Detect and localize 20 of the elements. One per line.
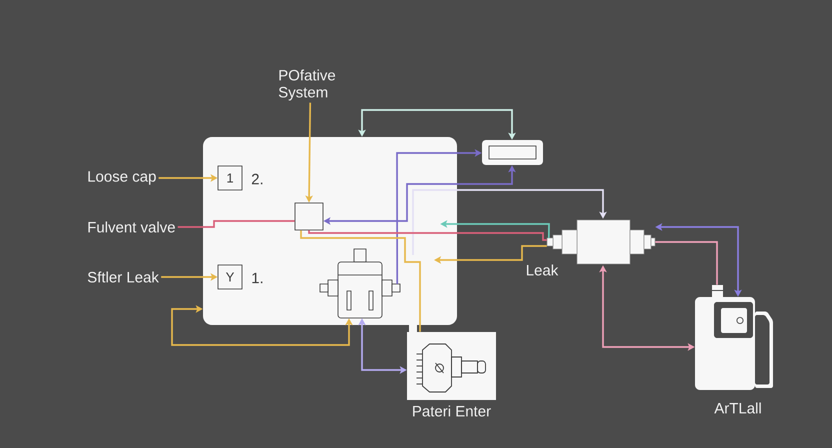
small-square <box>294 202 324 230</box>
callout-label: POfative System <box>278 70 336 100</box>
part-label: Pateri Enter <box>413 406 491 416</box>
connector-line <box>655 241 718 285</box>
callout-label: Loose cap <box>88 171 156 185</box>
arrow <box>412 189 607 255</box>
callout-label: Fulvent valve <box>88 222 175 232</box>
connector-line <box>308 230 547 241</box>
callout-label: Sftler Leak <box>88 272 159 282</box>
connector-line <box>300 230 421 332</box>
part-label: ArTLall <box>714 402 761 414</box>
step-number: 2. <box>252 174 262 184</box>
valve-drawing <box>320 248 400 318</box>
connector-line <box>178 220 295 228</box>
letter-box: Y <box>218 264 242 290</box>
gauge-box <box>482 140 543 165</box>
edge-label: Leak <box>524 263 560 278</box>
step-number: 1. <box>252 272 262 284</box>
number-box: 1 <box>218 166 242 190</box>
connector-drawing <box>546 220 656 264</box>
